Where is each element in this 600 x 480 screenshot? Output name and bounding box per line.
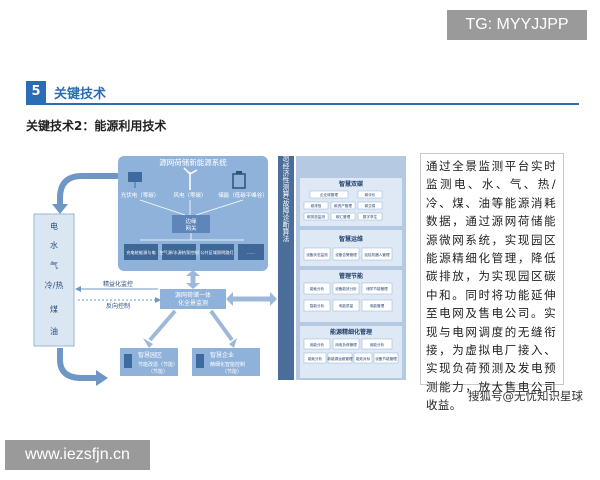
pv-label: 光伏电（零碳）: [121, 191, 160, 199]
p3-item-1: 设备能效分析: [335, 286, 357, 291]
subtitle: 关键技术2：能源利用技术: [26, 119, 167, 133]
box-heatpump: [162, 244, 196, 260]
p1-item-1: 碳评价: [365, 192, 376, 197]
curve-arrow-bottom: [57, 348, 96, 381]
box-lighting: [200, 244, 234, 260]
enterprise-sub2: （节能）: [222, 368, 242, 375]
p2-item-0: 设备状态监测: [306, 252, 328, 257]
section-number: 5: [26, 81, 46, 103]
battery-icon: [232, 171, 246, 189]
park-title: 智慧园区: [138, 351, 162, 359]
p1-item-3: 碳资产管理: [334, 203, 352, 208]
p1-item-7: 数字孪生: [363, 214, 378, 219]
curve-arrow-top: [57, 173, 118, 205]
resource-bar: [33, 213, 75, 347]
resource-electric: 电: [50, 221, 58, 231]
p1-item-5: 碳排放监测: [307, 214, 325, 219]
p2-item-2: 巡检机器人管理: [364, 252, 390, 257]
storage-label: 储能（低碳平峰谷）: [218, 191, 268, 199]
edge-gateway: [172, 215, 210, 233]
p3-item-0: 能耗分析: [310, 286, 325, 291]
system-box: [118, 156, 268, 271]
reverse-control-label: 反向控制: [106, 302, 130, 310]
wind-icon: [183, 167, 198, 190]
arrow-head-bottom: [96, 370, 108, 386]
watermark-bottom: www.iezsfjn.cn: [5, 440, 150, 470]
p3-item-3: 智能分析: [310, 303, 325, 308]
algorithm-label: 人工智能预测/经济性测算/故障诊断算法: [282, 118, 290, 243]
p1-item-2: 碳排放: [311, 203, 322, 208]
panel-saving: [300, 270, 402, 322]
description-box: [420, 153, 564, 385]
p4-item-5: 能效对标: [356, 356, 371, 361]
panel-fine: [300, 326, 402, 378]
section-title: 关键技术: [54, 87, 107, 102]
park-sub2: （节能）: [148, 368, 168, 375]
p3-item-2: 储学节能管理: [366, 286, 388, 291]
refine-monitor-label: 精益化监控: [103, 280, 133, 288]
p4-item-6: 设备节能管理: [375, 356, 397, 361]
monitor-center: [160, 289, 226, 309]
description-text: 通过全景监测平台实时监测电、水、气、热/冷、煤、油等能源消耗数据，通过源网荷储能…: [426, 159, 556, 413]
wind-label: 风电（零碳）: [173, 191, 206, 199]
box-more: [238, 244, 264, 260]
watermark-top: TG: MYYJJPP: [447, 10, 587, 40]
p4-item-2: 用能分析: [370, 342, 385, 347]
panel-ops-title: 智慧运维: [339, 235, 363, 243]
resource-coal: 煤: [50, 304, 58, 314]
building-icon: [124, 354, 132, 368]
enterprise-sub1: 精细化智能控制: [210, 361, 245, 368]
p1-item-0: 企业碳管理: [320, 192, 338, 197]
p4-item-1: 用电负荷管理: [335, 342, 357, 347]
box-charging: [124, 244, 158, 260]
algorithm-column: [278, 156, 294, 380]
arrow-head-top: [52, 204, 68, 214]
section-divider: [26, 103, 579, 105]
resource-oil: 油: [50, 326, 58, 336]
panel-saving-title: 管理节能: [339, 272, 363, 280]
resource-water: 水: [50, 240, 58, 250]
p4-item-0: 用能分析: [310, 342, 325, 347]
box-heatpump-label: 空气源/水源热泵控制: [159, 249, 198, 256]
monitor-line1: 源网荷储一体: [175, 291, 211, 299]
p4-item-3: 能耗分析: [308, 356, 323, 361]
resource-heat-cool: 冷/热: [45, 280, 64, 290]
p1-item-6: 碳汇管理: [336, 214, 351, 219]
pv-icon: [128, 172, 142, 188]
p2-item-1: 设备告警管理: [335, 252, 357, 257]
p1-item-4: 碳交易: [365, 203, 376, 208]
p3-item-5: 电能管理: [370, 303, 385, 308]
gateway-line1: 边缘: [185, 217, 197, 225]
gateway-line2: 网关: [185, 224, 197, 232]
panel-carbon-title: 智慧双碳: [339, 180, 364, 188]
resource-gas: 气: [50, 260, 58, 270]
park-sub1: 节能改造（节能）: [138, 361, 178, 368]
source-credit: 搜狐号@无忧知识星球: [468, 389, 583, 403]
enterprise-title: 智慧企业: [210, 351, 234, 359]
panel-fine-title: 能源精细化管理: [330, 328, 372, 336]
factory-icon: [196, 354, 204, 368]
box-charging-label: 充电桩能源与电: [126, 249, 156, 256]
box-lighting-label: 公共区域照明路灯: [200, 249, 234, 256]
monitor-line2: 化全景监测: [178, 299, 208, 307]
system-title: 源网荷储新能源系统: [159, 157, 227, 167]
p4-item-4: 新能源运维管理: [327, 356, 353, 361]
box-more-label: ......: [247, 250, 255, 255]
p3-item-4: 电能质量: [339, 303, 354, 308]
